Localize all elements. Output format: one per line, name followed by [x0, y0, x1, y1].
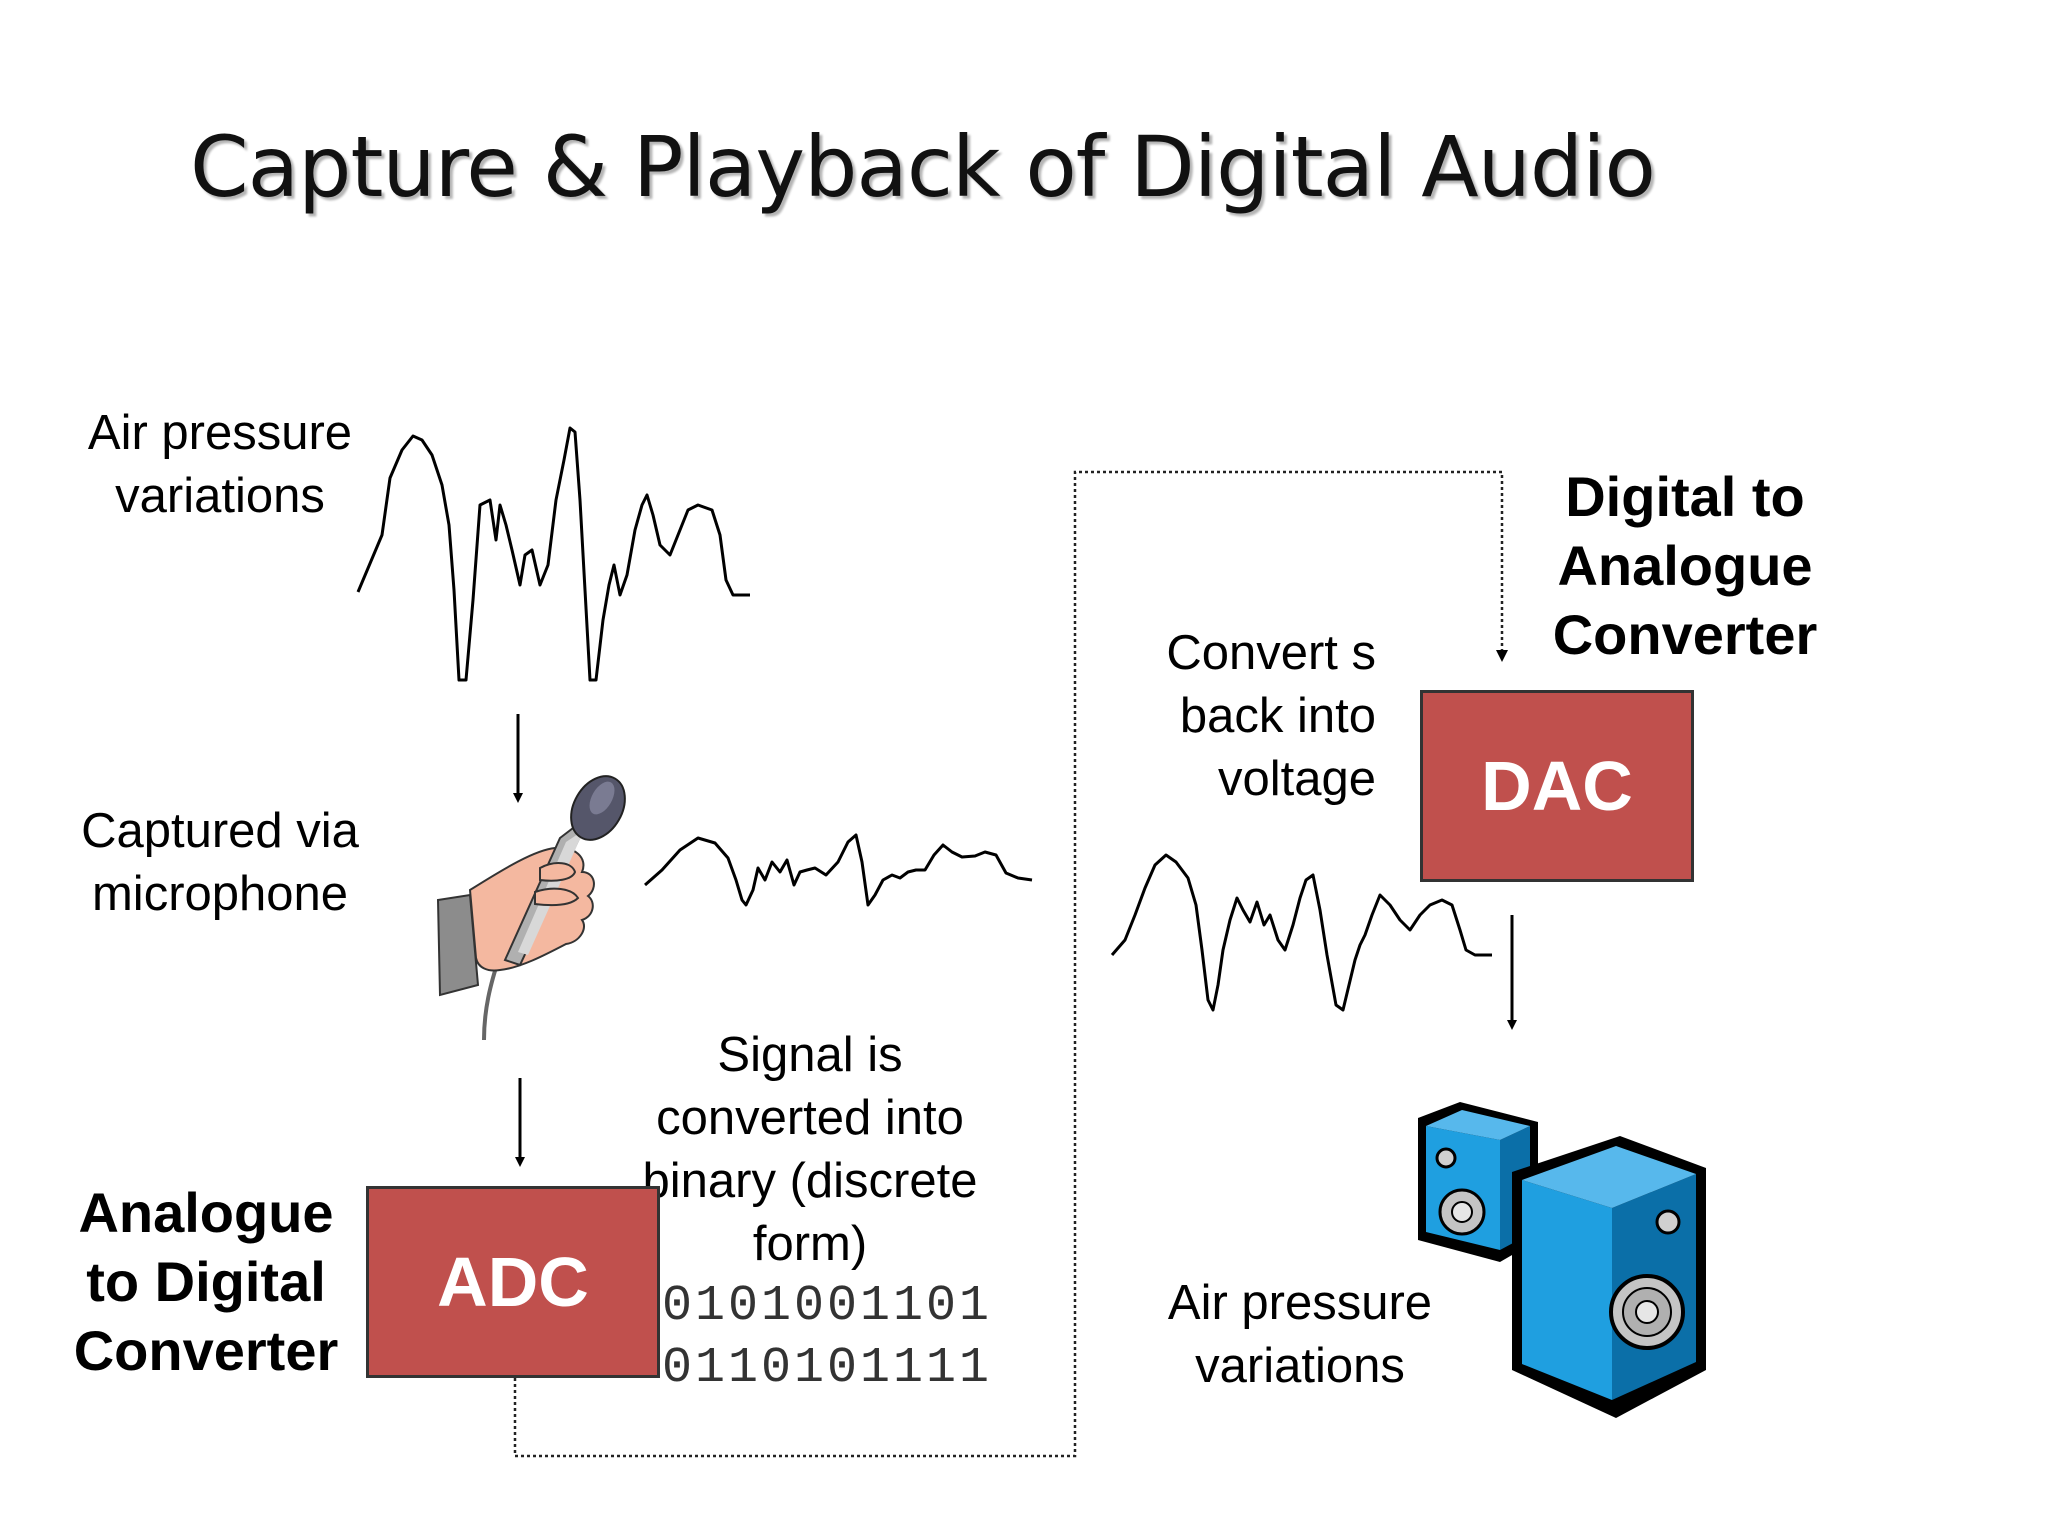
- binary-line-2: 0110101111: [662, 1340, 993, 1397]
- voltage-label: Convert s back into voltage: [1166, 626, 1376, 806]
- input-air-pressure-wave: [356, 426, 750, 682]
- dotted-path-adc-to-dac: [513, 470, 1504, 1458]
- captured-wave: [644, 833, 1033, 907]
- microphone-label: Captured via microphone: [81, 804, 359, 921]
- dac-input-arrowhead: [1496, 650, 1508, 662]
- adc-label: Analogue to Digital Converter: [73, 1181, 339, 1382]
- signal-binary-label: Signal is converted into binary (discret…: [642, 1028, 978, 1271]
- dac-label: Digital to Analogue Converter: [1552, 465, 1818, 666]
- microphone-hand-icon: [436, 775, 626, 1041]
- output-voltage-wave: [1110, 853, 1492, 1012]
- speakers-icon: [1418, 1102, 1706, 1418]
- dac-box: DAC: [1420, 690, 1694, 882]
- slide-title: Capture & Playback of Digital Audio: [190, 118, 1656, 216]
- adc-box: ADC: [366, 1186, 660, 1378]
- input-air-pressure-label: Air pressure variations: [87, 406, 353, 523]
- output-air-pressure-label: Air pressure variations: [1167, 1276, 1433, 1393]
- binary-line-1: 0101001101: [662, 1278, 993, 1335]
